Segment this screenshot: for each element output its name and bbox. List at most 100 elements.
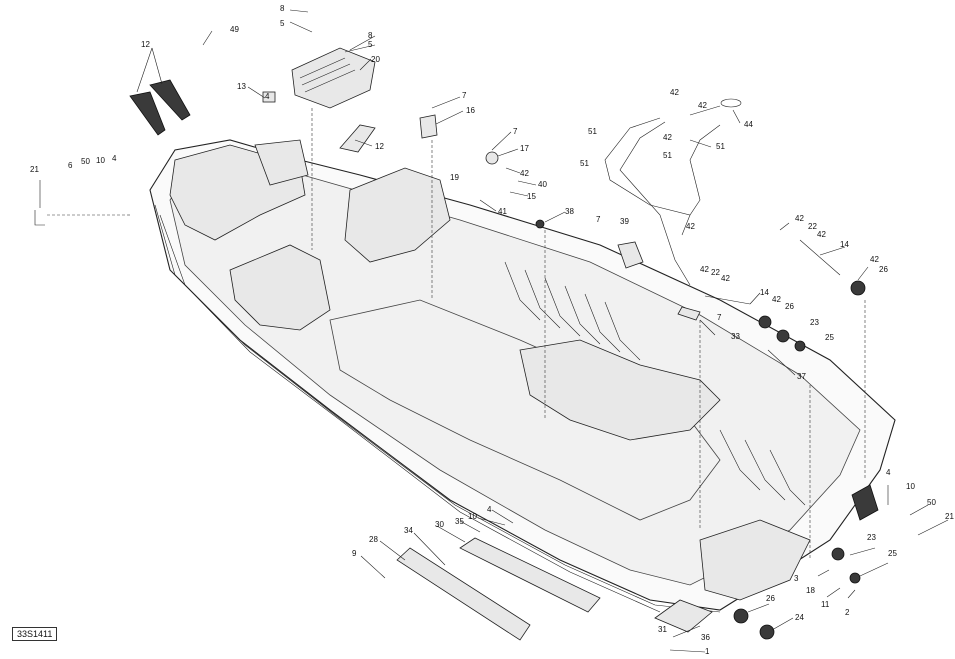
part-label-10-right: 10 (906, 482, 915, 491)
cap-part-26-upper (850, 280, 866, 296)
part-label-4-13: 4 (265, 92, 270, 101)
hull-assembly (149, 139, 896, 613)
part-label-6: 6 (68, 161, 73, 170)
part-label-51-a: 51 (588, 127, 597, 136)
bracket-ribs (299, 57, 356, 93)
part-label-11: 11 (821, 600, 830, 609)
part-label-2: 2 (845, 608, 850, 617)
cap-part-26-lower (733, 608, 749, 624)
part-label-20: 20 (371, 55, 380, 64)
hose-part-14-lower (704, 295, 751, 305)
part-labels: 8 5 8 5 20 49 12 13 4 12 7 16 7 17 19 40… (30, 4, 954, 656)
clamp-part-44 (720, 98, 742, 108)
part-label-51-b: 51 (716, 142, 725, 151)
plug-part-38 (535, 219, 545, 229)
seat-base-block (344, 167, 451, 263)
rod-part-21-right (917, 519, 949, 536)
part-label-8-right: 8 (368, 31, 373, 40)
part-label-42-i: 42 (721, 274, 730, 283)
part-label-8-top: 8 (280, 4, 285, 13)
side-console-block (229, 244, 331, 331)
part-label-35: 35 (455, 517, 464, 526)
part-label-42-f: 42 (817, 230, 826, 239)
fitting-part-17 (485, 151, 499, 165)
part-label-16: 16 (466, 106, 475, 115)
part-label-36: 36 (701, 633, 710, 642)
leader-lines (39, 9, 929, 653)
part-label-42-b: 42 (698, 101, 707, 110)
part-label-30: 30 (435, 520, 444, 529)
part-label-42-center: 42 (520, 169, 529, 178)
hull-chine-line (159, 214, 661, 613)
part-label-12-top: 12 (141, 40, 150, 49)
part-label-24: 24 (795, 613, 804, 622)
part-label-10-left: 10 (96, 156, 105, 165)
rub-strip-part-30 (459, 537, 601, 613)
part-label-14-lower: 14 (760, 288, 769, 297)
cap-part-26-mid (758, 315, 772, 329)
fitting-part-33 (677, 306, 701, 321)
part-label-4-right: 4 (886, 468, 891, 477)
bracket-part-16 (419, 114, 438, 139)
grab-handle-12-right (149, 79, 191, 121)
part-label-21-left: 21 (30, 165, 39, 174)
part-label-42-c: 42 (663, 133, 672, 142)
loose-parts (34, 47, 949, 641)
hose-part-14 (799, 239, 841, 276)
part-label-37: 37 (797, 372, 806, 381)
fitting-part-23-upper (776, 329, 790, 343)
pump-housing-block (519, 339, 721, 441)
part-label-9: 9 (352, 549, 357, 558)
part-label-5-top: 5 (280, 19, 285, 28)
part-label-14-upper: 14 (840, 240, 849, 249)
part-label-39: 39 (620, 217, 629, 226)
fitting-part-25-upper (794, 340, 806, 352)
part-label-3: 3 (794, 574, 799, 583)
part-label-26-upper: 26 (879, 265, 888, 274)
part-label-23-lower: 23 (867, 533, 876, 542)
part-label-26-mid: 26 (785, 302, 794, 311)
fitting-part-25-lower (849, 572, 861, 584)
rub-strip-part-28 (396, 547, 531, 641)
rod-part-21-left (34, 210, 45, 226)
part-label-31: 31 (658, 625, 667, 634)
fitting-part-23-lower (831, 547, 845, 561)
part-label-1: 1 (705, 647, 710, 656)
part-label-38: 38 (565, 207, 574, 216)
part-label-42-a: 42 (670, 88, 679, 97)
part-label-7-a: 7 (462, 91, 467, 100)
part-label-21-right: 21 (945, 512, 954, 521)
glovebox-tub (254, 139, 309, 186)
bracket-part-20 (291, 47, 376, 109)
part-label-42-d: 42 (686, 222, 695, 231)
part-label-19: 19 (450, 173, 459, 182)
part-label-7-b: 7 (513, 127, 518, 136)
part-label-7-c: 7 (596, 215, 601, 224)
part-label-22-upper: 22 (808, 222, 817, 231)
pump-part-39 (617, 241, 644, 269)
part-label-51-c: 51 (580, 159, 589, 168)
part-label-41: 41 (498, 207, 507, 216)
part-label-15: 15 (527, 192, 536, 201)
reference-dashes (45, 108, 866, 560)
part-label-18: 18 (806, 586, 815, 595)
part-label-42-j: 42 (772, 295, 781, 304)
part-label-25-upper: 25 (825, 333, 834, 342)
rear-drain-plug-housing (851, 484, 879, 521)
strap-part-12 (339, 124, 376, 153)
part-label-7-d: 7 (717, 313, 722, 322)
grab-handle-12-left (129, 91, 166, 136)
fitting-part-24 (759, 624, 775, 640)
part-label-4-left: 4 (112, 154, 117, 163)
part-label-44: 44 (744, 120, 753, 129)
part-label-42-e: 42 (795, 214, 804, 223)
hull-side-ribs (504, 261, 806, 506)
part-label-25-lower: 25 (888, 549, 897, 558)
part-label-5-right: 5 (368, 40, 373, 49)
drawing-reference-code: 33S1411 (12, 627, 58, 641)
rear-transom (699, 519, 811, 601)
part-label-10-bottom: 10 (468, 512, 477, 521)
part-label-49: 49 (230, 25, 239, 34)
hose-part-51 (604, 117, 721, 216)
